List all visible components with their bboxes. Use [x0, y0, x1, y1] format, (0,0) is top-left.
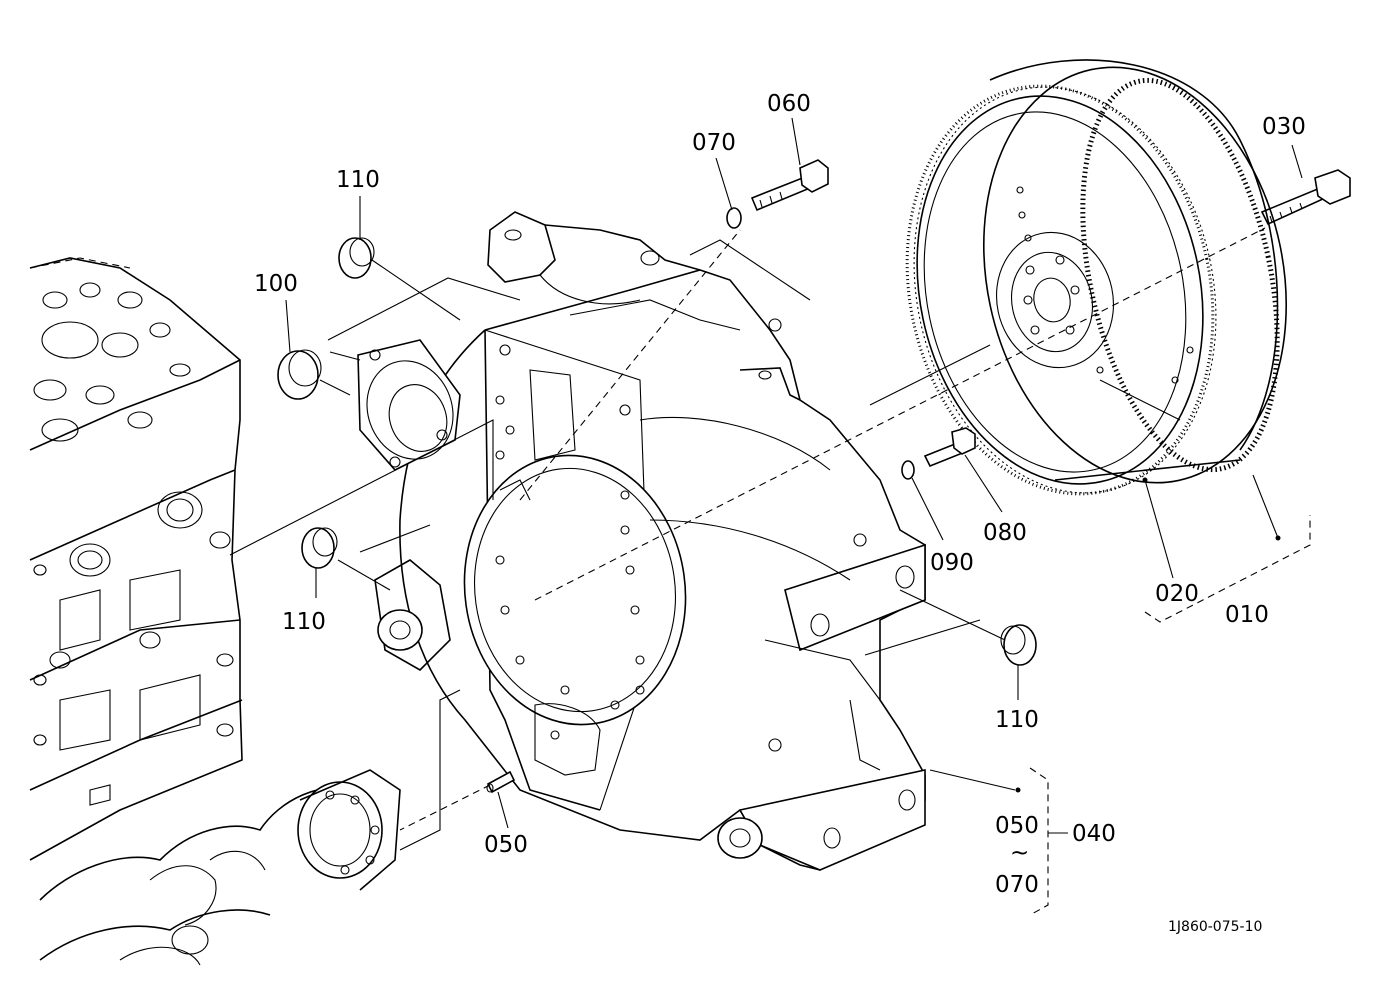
label-020: 020 [1155, 581, 1199, 607]
label-110-left: 110 [282, 609, 326, 635]
label-070-range-to: 070 [995, 872, 1039, 898]
crankshaft [39, 769, 401, 966]
assembly-lines [229, 227, 1266, 851]
label-030: 030 [1262, 114, 1306, 140]
label-range-separator: ~ [1010, 840, 1029, 866]
drawing-reference-code: 1J860-075-10 [1168, 919, 1262, 935]
bolt-030 [1260, 169, 1351, 226]
label-110-top: 110 [336, 167, 380, 193]
plug-110-right [1000, 624, 1037, 666]
leader-lines [285, 117, 1311, 916]
washer-070 [726, 207, 742, 229]
flywheel-housing [357, 211, 926, 871]
label-110-right: 110 [995, 707, 1039, 733]
flywheel [905, 59, 1288, 496]
dowel-pin-050 [486, 770, 516, 794]
part-labels: 010 020 030 040 050 050 ~ 070 060 070 08… [254, 91, 1306, 935]
bolt-080 [923, 427, 976, 468]
label-050-range-from: 050 [995, 813, 1039, 839]
plug-100 [277, 349, 322, 400]
label-100: 100 [254, 271, 298, 297]
label-040: 040 [1072, 821, 1116, 847]
label-090: 090 [930, 550, 974, 576]
label-060: 060 [767, 91, 811, 117]
label-080: 080 [983, 520, 1027, 546]
bolt-060 [750, 159, 829, 212]
washer-090 [901, 460, 915, 480]
plug-110-left [301, 527, 338, 569]
engine-block [29, 257, 243, 861]
label-070: 070 [692, 130, 736, 156]
label-010: 010 [1225, 602, 1269, 628]
plug-110-top [338, 237, 375, 279]
label-050: 050 [484, 832, 528, 858]
